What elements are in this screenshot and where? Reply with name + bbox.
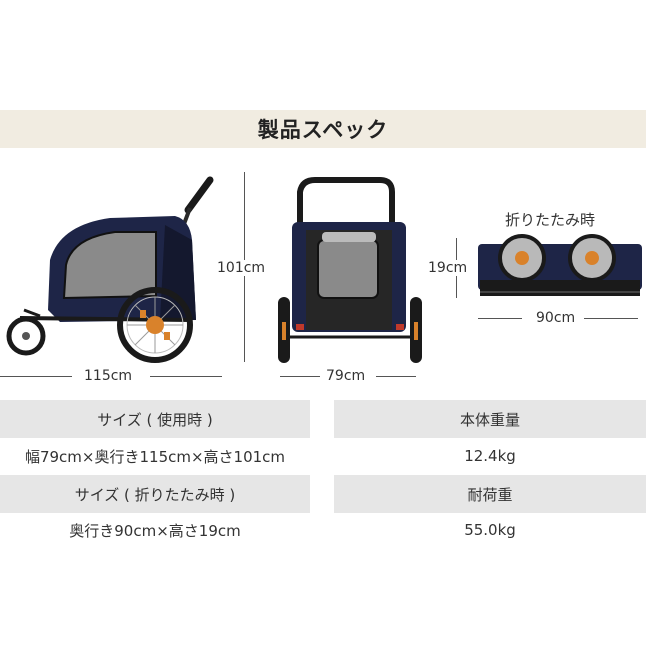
spec-label-load-capacity: 耐荷重 [334, 475, 646, 513]
page-title: 製品スペック [0, 110, 646, 148]
spec-value-size-in-use: 幅79cm×奥行き115cm×高さ101cm [24, 447, 286, 466]
folded-label: 折りたたみ時 [505, 211, 596, 229]
spec-value-weight: 12.4kg [464, 447, 516, 465]
spec-label-size-folded: サイズ ( 折りたたみ時 ) [0, 475, 310, 513]
spec-label-weight: 本体重量 [334, 400, 646, 438]
side-height-label: 101cm [216, 260, 267, 276]
length-dimension-line-left [0, 376, 72, 377]
spec-label-size-in-use: サイズ ( 使用時 ) [0, 400, 310, 438]
stroller-folded-view-image [478, 234, 642, 296]
spec-value-load-capacity: 55.0kg [464, 521, 516, 539]
side-length-label: 115cm [84, 368, 133, 384]
width-dimension-line-left [280, 376, 320, 377]
folded-length-label: 90cm [536, 310, 576, 326]
folded-height-label: 19cm [428, 260, 468, 276]
spec-value-size-folded: 奥行き90cm×高さ19cm [69, 521, 241, 540]
length-dimension-line-right [150, 376, 222, 377]
width-dimension-line-right [376, 376, 416, 377]
folded-length-dimension-line-right [584, 318, 638, 319]
folded-length-dimension-line-left [478, 318, 522, 319]
stroller-side-view-image [6, 176, 214, 363]
stroller-front-view-image [278, 177, 422, 363]
front-width-label: 79cm [326, 368, 366, 384]
